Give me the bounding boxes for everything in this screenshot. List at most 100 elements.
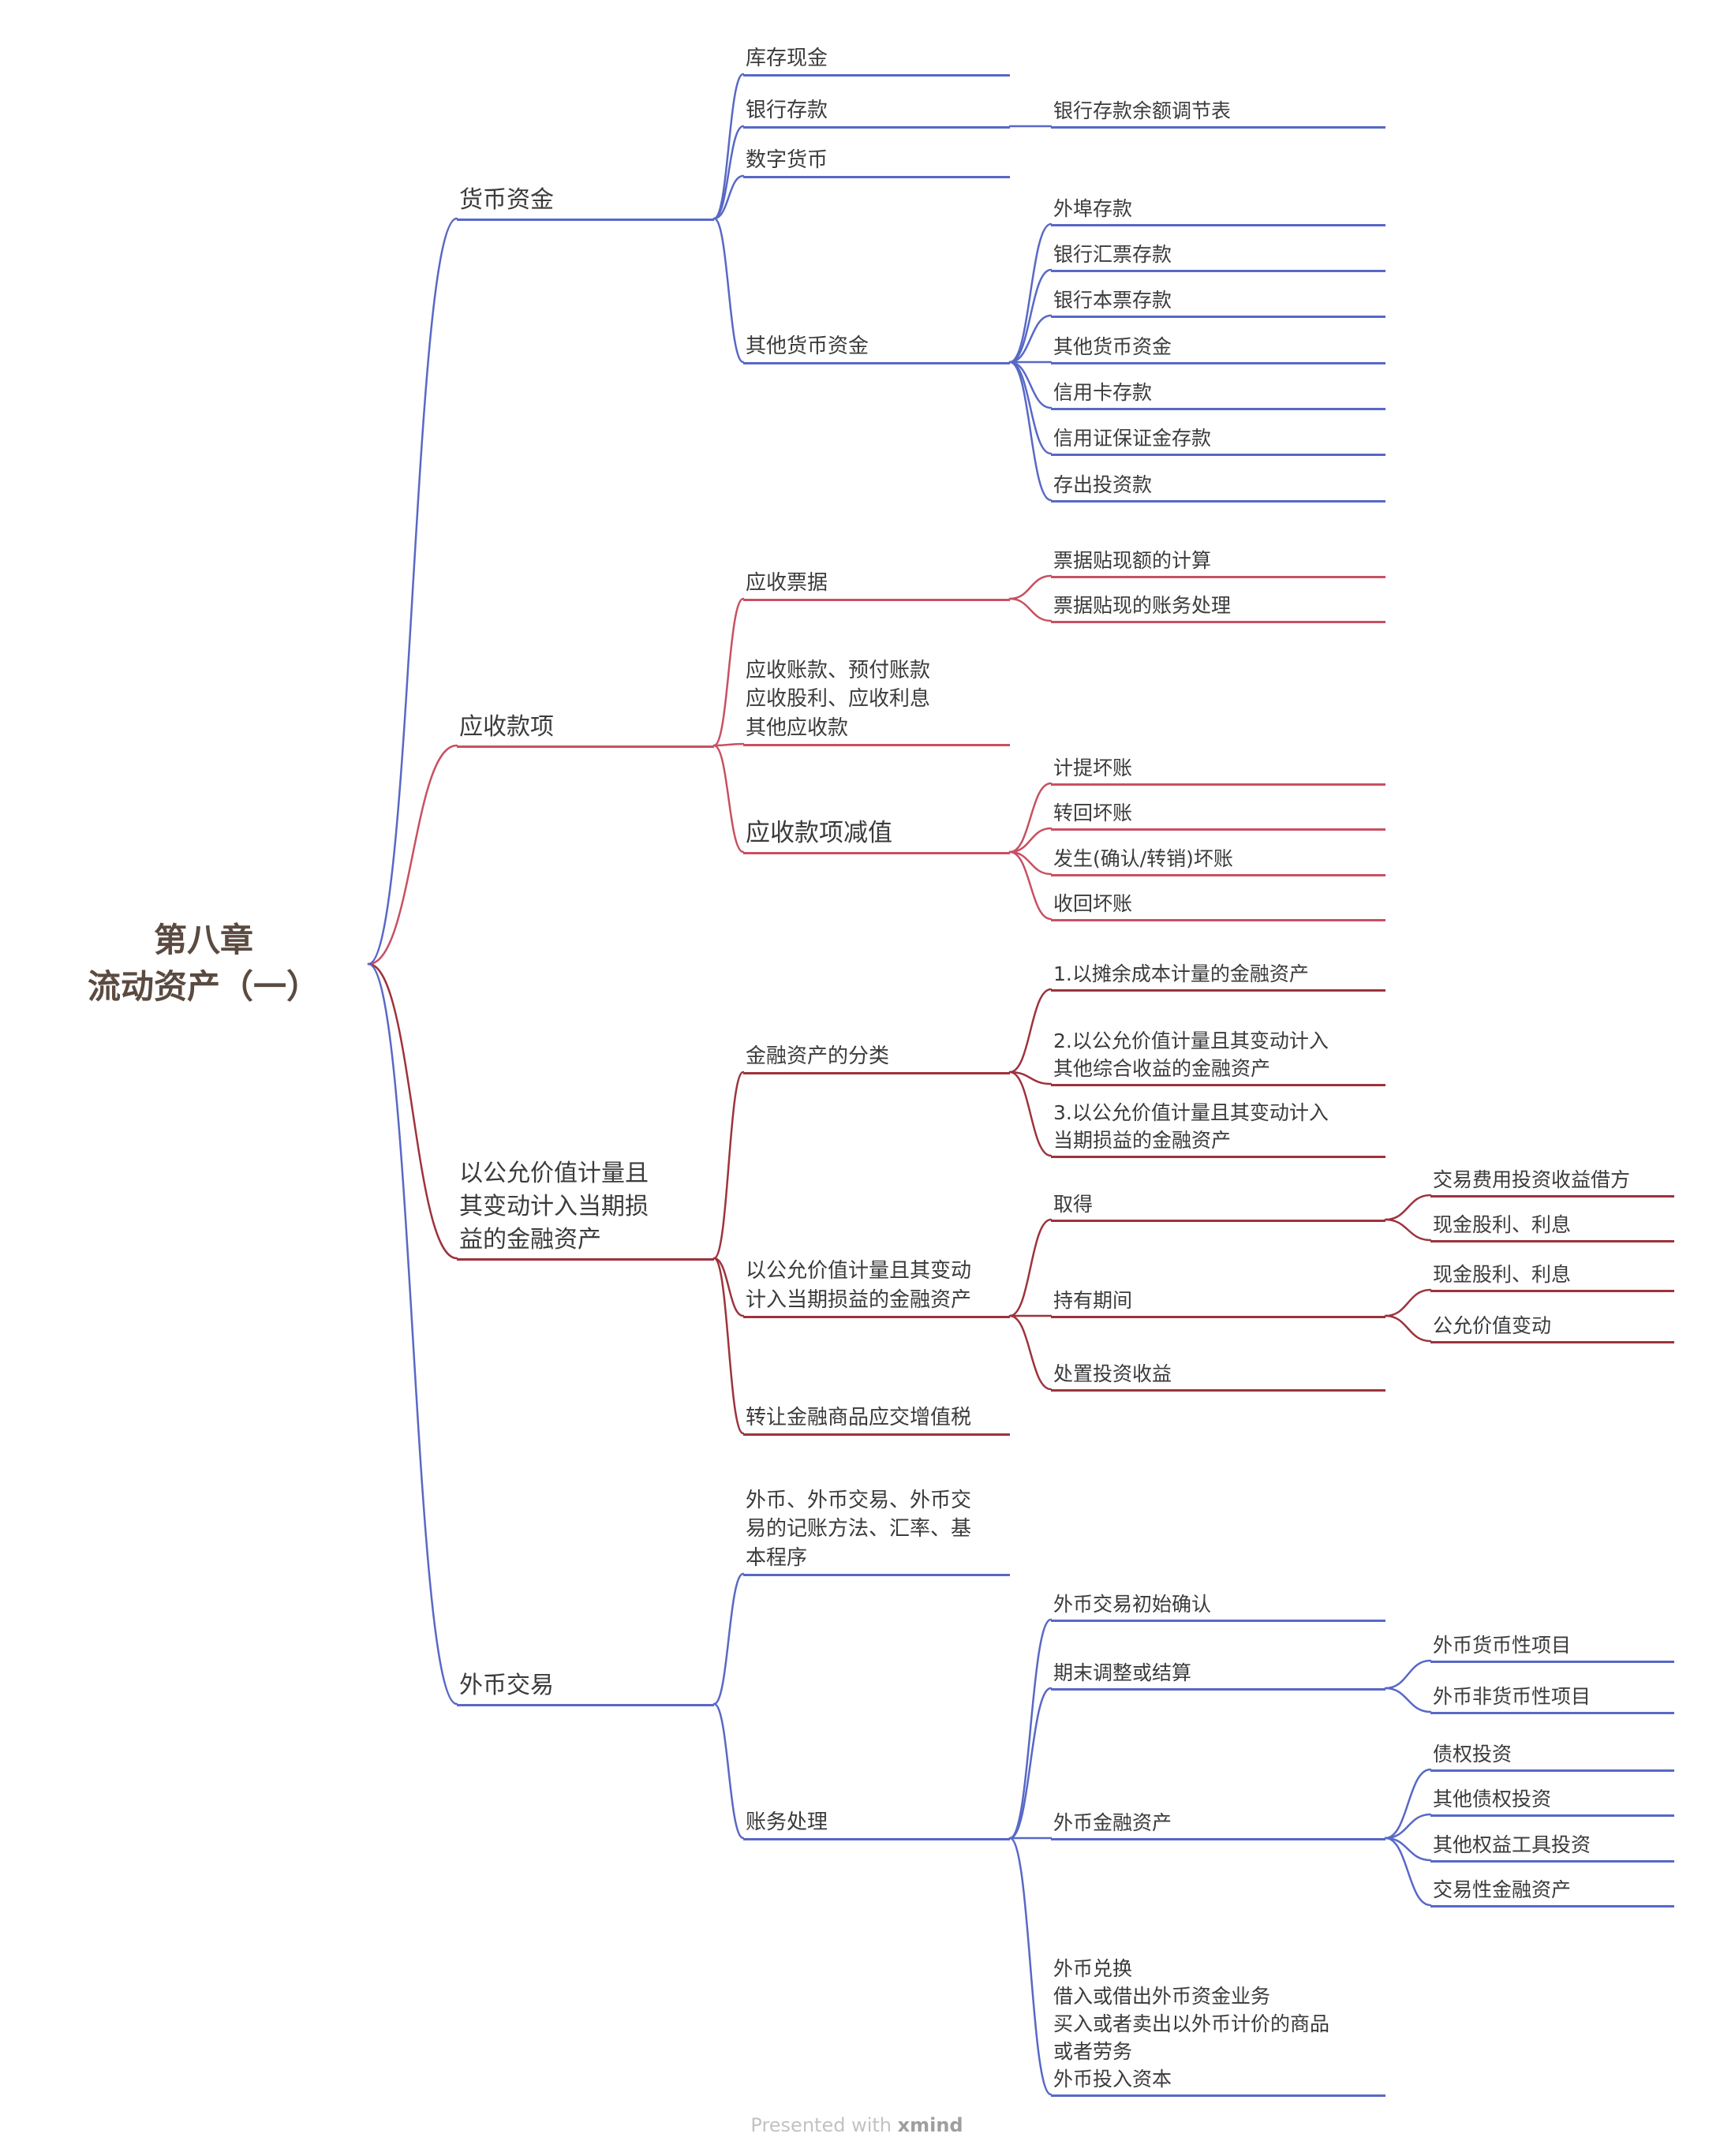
mindmap-topic[interactable]: 以公允价值计量且其变动 计入当期损益的金融资产 — [743, 1259, 1010, 1318]
mindmap-topic[interactable]: 持有期间 — [1051, 1289, 1385, 1318]
topic-label: 交易性金融资产 — [1433, 1878, 1572, 1901]
connector — [712, 174, 745, 220]
mindmap-topic[interactable]: 外币兑换 借入或借出外币资金业务 买入或者卖出以外币计价的商品 或者劳务 外币投… — [1051, 1957, 1385, 2097]
connector — [1008, 827, 1053, 854]
topic-label: 收回坏账 — [1053, 892, 1133, 915]
mindmap-topic[interactable]: 转回坏账 — [1051, 801, 1385, 831]
mindmap-topic[interactable]: 现金股利、利息 — [1430, 1213, 1674, 1242]
topic-label: 计提坏账 — [1053, 757, 1133, 779]
connector — [712, 1257, 745, 1317]
connector — [1384, 1314, 1432, 1343]
mindmap-topic[interactable]: 银行汇票存款 — [1051, 243, 1385, 272]
mindmap-topic[interactable]: 货币资金 — [457, 186, 714, 221]
connector — [1384, 1659, 1432, 1690]
topic-label: 持有期间 — [1053, 1289, 1133, 1312]
mindmap-topic[interactable]: 票据贴现额的计算 — [1051, 549, 1385, 578]
mindmap-topic[interactable]: 应收账款、预付账款 应收股利、应收利息 其他应收款 — [743, 659, 1010, 746]
topic-label: 银行存款余额调节表 — [1053, 99, 1232, 122]
topic-label: 外币兑换 借入或借出外币资金业务 买入或者卖出以外币计价的商品 或者劳务 外币投… — [1053, 1957, 1330, 2091]
connector — [1008, 1314, 1053, 1391]
topic-label: 发生(确认/转销)坏账 — [1053, 847, 1233, 870]
footer-text: Presented with — [750, 2114, 898, 2136]
mindmap-topic[interactable]: 外币、外币交易、外币交 易的记账方法、汇率、基 本程序 — [743, 1489, 1010, 1576]
connector — [1384, 1288, 1432, 1317]
connector — [1008, 988, 1053, 1074]
topic-label: 银行存款 — [746, 98, 828, 122]
topic-label: 以公允价值计量且其变动 计入当期损益的金融资产 — [746, 1259, 972, 1312]
mindmap-topic[interactable]: 存出投资款 — [1051, 473, 1385, 503]
mindmap-topic[interactable]: 外币交易初始确认 — [1051, 1593, 1385, 1622]
mindmap-topic[interactable]: 交易性金融资产 — [1430, 1878, 1674, 1908]
root-topic[interactable]: 第八章 流动资产（一） — [87, 921, 320, 1006]
connector — [1384, 1194, 1432, 1221]
topic-label: 1.以摊余成本计量的金融资产 — [1053, 962, 1309, 985]
mindmap-topic[interactable]: 公允价值变动 — [1430, 1314, 1674, 1343]
mindmap-topic[interactable]: 票据贴现的账务处理 — [1051, 594, 1385, 623]
topic-label: 信用证保证金存款 — [1053, 427, 1212, 450]
mindmap-topic[interactable]: 银行存款余额调节表 — [1051, 99, 1385, 129]
mindmap-topic[interactable]: 应收票据 — [743, 571, 1010, 601]
mindmap-topic[interactable]: 信用证保证金存款 — [1051, 427, 1385, 456]
connector — [1384, 1768, 1432, 1840]
mindmap-topic[interactable]: 现金股利、利息 — [1430, 1263, 1674, 1292]
mindmap-topic[interactable]: 金融资产的分类 — [743, 1044, 1010, 1074]
mindmap-topic[interactable]: 其他货币资金 — [1051, 335, 1385, 364]
topic-label: 其他货币资金 — [746, 334, 869, 358]
mindmap-topic[interactable]: 外埠存款 — [1051, 197, 1385, 226]
topic-label: 货币资金 — [459, 186, 554, 214]
topic-label: 以公允价值计量且 其变动计入当期损 益的金融资产 — [459, 1160, 649, 1254]
mindmap-topic[interactable]: 转让金融商品应交增值税 — [743, 1406, 1010, 1436]
footer-watermark: Presented with xmind — [750, 2114, 963, 2136]
topic-label: 应收账款、预付账款 应收股利、应收利息 其他应收款 — [746, 658, 931, 740]
mindmap-topic[interactable]: 数字货币 — [743, 148, 1010, 178]
mindmap-topic[interactable]: 以公允价值计量且 其变动计入当期损 益的金融资产 — [457, 1160, 714, 1261]
mindmap-topic[interactable]: 计提坏账 — [1051, 757, 1385, 786]
mindmap-topic[interactable]: 债权投资 — [1430, 1743, 1674, 1772]
mindmap-topic[interactable]: 外币货币性项目 — [1430, 1634, 1674, 1663]
topic-label: 应收票据 — [746, 570, 828, 595]
mindmap-topic[interactable]: 2.以公允价值计量且其变动计入 其他综合收益的金融资产 — [1051, 1029, 1385, 1086]
mindmap-topic[interactable]: 期末调整或结算 — [1051, 1661, 1385, 1691]
mindmap-topic[interactable]: 应收款项 — [457, 713, 714, 748]
topic-label: 金融资产的分类 — [746, 1044, 890, 1068]
connector — [712, 742, 745, 747]
mindmap-topic[interactable]: 收回坏账 — [1051, 892, 1385, 921]
connector — [1008, 1837, 1053, 2096]
mindmap-topic[interactable]: 发生(确认/转销)坏账 — [1051, 847, 1385, 876]
mindmap-topic[interactable]: 外币金融资产 — [1051, 1811, 1385, 1840]
connector — [1384, 1218, 1432, 1242]
mindmap-topic[interactable]: 其他权益工具投资 — [1430, 1833, 1674, 1863]
topic-label: 处置投资收益 — [1053, 1362, 1172, 1385]
topic-label: 交易费用投资收益借方 — [1433, 1168, 1631, 1191]
mindmap-topic[interactable]: 应收款项减值 — [743, 819, 1010, 854]
connector — [1008, 1218, 1053, 1317]
mindmap-topic[interactable]: 其他债权投资 — [1430, 1788, 1674, 1817]
topic-label: 债权投资 — [1433, 1743, 1513, 1766]
topic-label: 外币交易初始确认 — [1053, 1593, 1212, 1616]
mindmap-topic[interactable]: 银行本票存款 — [1051, 289, 1385, 318]
mindmap-topic[interactable]: 1.以摊余成本计量的金融资产 — [1051, 962, 1385, 992]
topic-label: 银行本票存款 — [1053, 289, 1172, 312]
mindmap-topic[interactable]: 取得 — [1051, 1193, 1385, 1222]
mindmap-topic[interactable]: 处置投资收益 — [1051, 1362, 1385, 1392]
mindmap-topic[interactable]: 库存现金 — [743, 47, 1010, 77]
mindmap-topic[interactable]: 其他货币资金 — [743, 334, 1010, 364]
connector — [1008, 1071, 1053, 1157]
topic-label: 外币货币性项目 — [1433, 1634, 1572, 1657]
mindmap-topic[interactable]: 外币交易 — [457, 1672, 714, 1706]
mindmap-topic[interactable]: 账务处理 — [743, 1810, 1010, 1840]
connector — [1008, 268, 1053, 364]
connector — [1008, 1687, 1053, 1840]
mindmap-topic[interactable]: 银行存款 — [743, 99, 1010, 129]
connector — [1008, 850, 1053, 921]
connector — [712, 1572, 745, 1706]
footer-brand: xmind — [897, 2114, 963, 2136]
connector — [712, 744, 745, 854]
mindmap-topic[interactable]: 交易费用投资收益借方 — [1430, 1168, 1674, 1198]
mindmap-topic[interactable]: 信用卡存款 — [1051, 381, 1385, 410]
mindmap-topic[interactable]: 外币非货币性项目 — [1430, 1685, 1674, 1714]
mindmap-topic[interactable]: 3.以公允价值计量且其变动计入 当期损益的金融资产 — [1051, 1101, 1385, 1158]
connector — [1008, 782, 1053, 854]
topic-label: 外币、外币交易、外币交 易的记账方法、汇率、基 本程序 — [746, 1488, 972, 1570]
